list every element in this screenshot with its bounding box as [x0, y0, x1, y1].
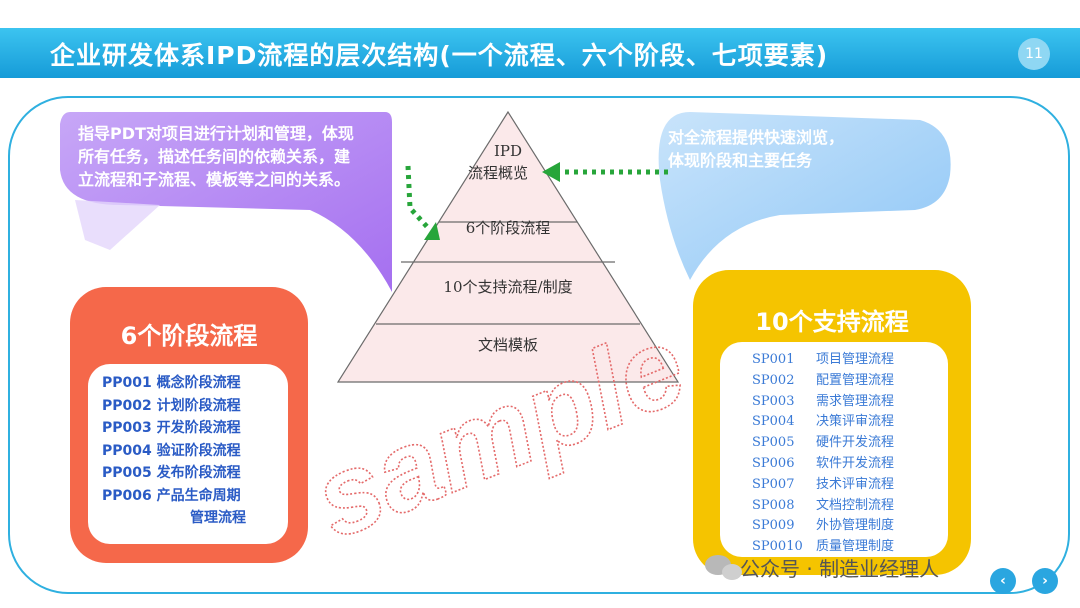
pyramid-level-support: 10个支持流程/制度	[443, 278, 573, 296]
title-bar	[0, 28, 1080, 78]
stage-list-panel: PP001 概念阶段流程 PP002 计划阶段流程 PP003 开发阶段流程 P…	[88, 364, 288, 544]
stage-item: PP005 发布阶段流程	[102, 465, 241, 481]
prev-slide-button[interactable]: ‹	[990, 568, 1016, 594]
account-watermark: 公众号 · 制造业经理人	[740, 557, 940, 581]
left-callout-text: 指导PDT对项目进行计划和管理，体现 所有任务，描述任务间的依赖关系，建 立流程…	[78, 124, 354, 189]
stage-box-title: 6个阶段流程	[120, 322, 258, 350]
stage-item: PP001 概念阶段流程	[102, 375, 241, 391]
right-callout-bubble	[658, 112, 951, 280]
content-frame	[8, 96, 1070, 594]
pyramid-level-overview: 流程概览	[467, 164, 528, 182]
pyramid	[336, 110, 680, 383]
left-arrow-head	[424, 222, 440, 240]
pyramid-level-ipd: IPD	[493, 142, 523, 160]
stage-item: PP004 验证阶段流程	[102, 442, 241, 459]
page-title: 企业研发体系IPD流程的层次结构(一个流程、六个阶段、七项要素)	[50, 41, 829, 70]
support-box-title: 10个支持流程	[755, 308, 909, 336]
wechat-icon	[705, 555, 742, 580]
pyramid-level-templates: 文档模板	[477, 336, 538, 354]
left-callout-bubble	[60, 112, 392, 292]
left-callout-tail-shadow	[75, 200, 160, 250]
right-arrow-head	[542, 162, 560, 182]
stage-item: PP002 计划阶段流程	[102, 397, 241, 414]
right-callout-text: 对全流程提供快速浏览， 体现阶段和主要任务	[668, 128, 845, 170]
page-number: 11	[1018, 38, 1050, 70]
next-slide-button[interactable]: ›	[1032, 568, 1058, 594]
pyramid-level-stages: 6个阶段流程	[465, 219, 551, 237]
stage-item-continuation: 管理流程	[190, 510, 246, 526]
stage-item: PP006 产品生命周期	[102, 487, 241, 504]
stage-item: PP003 开发阶段流程	[102, 420, 241, 436]
